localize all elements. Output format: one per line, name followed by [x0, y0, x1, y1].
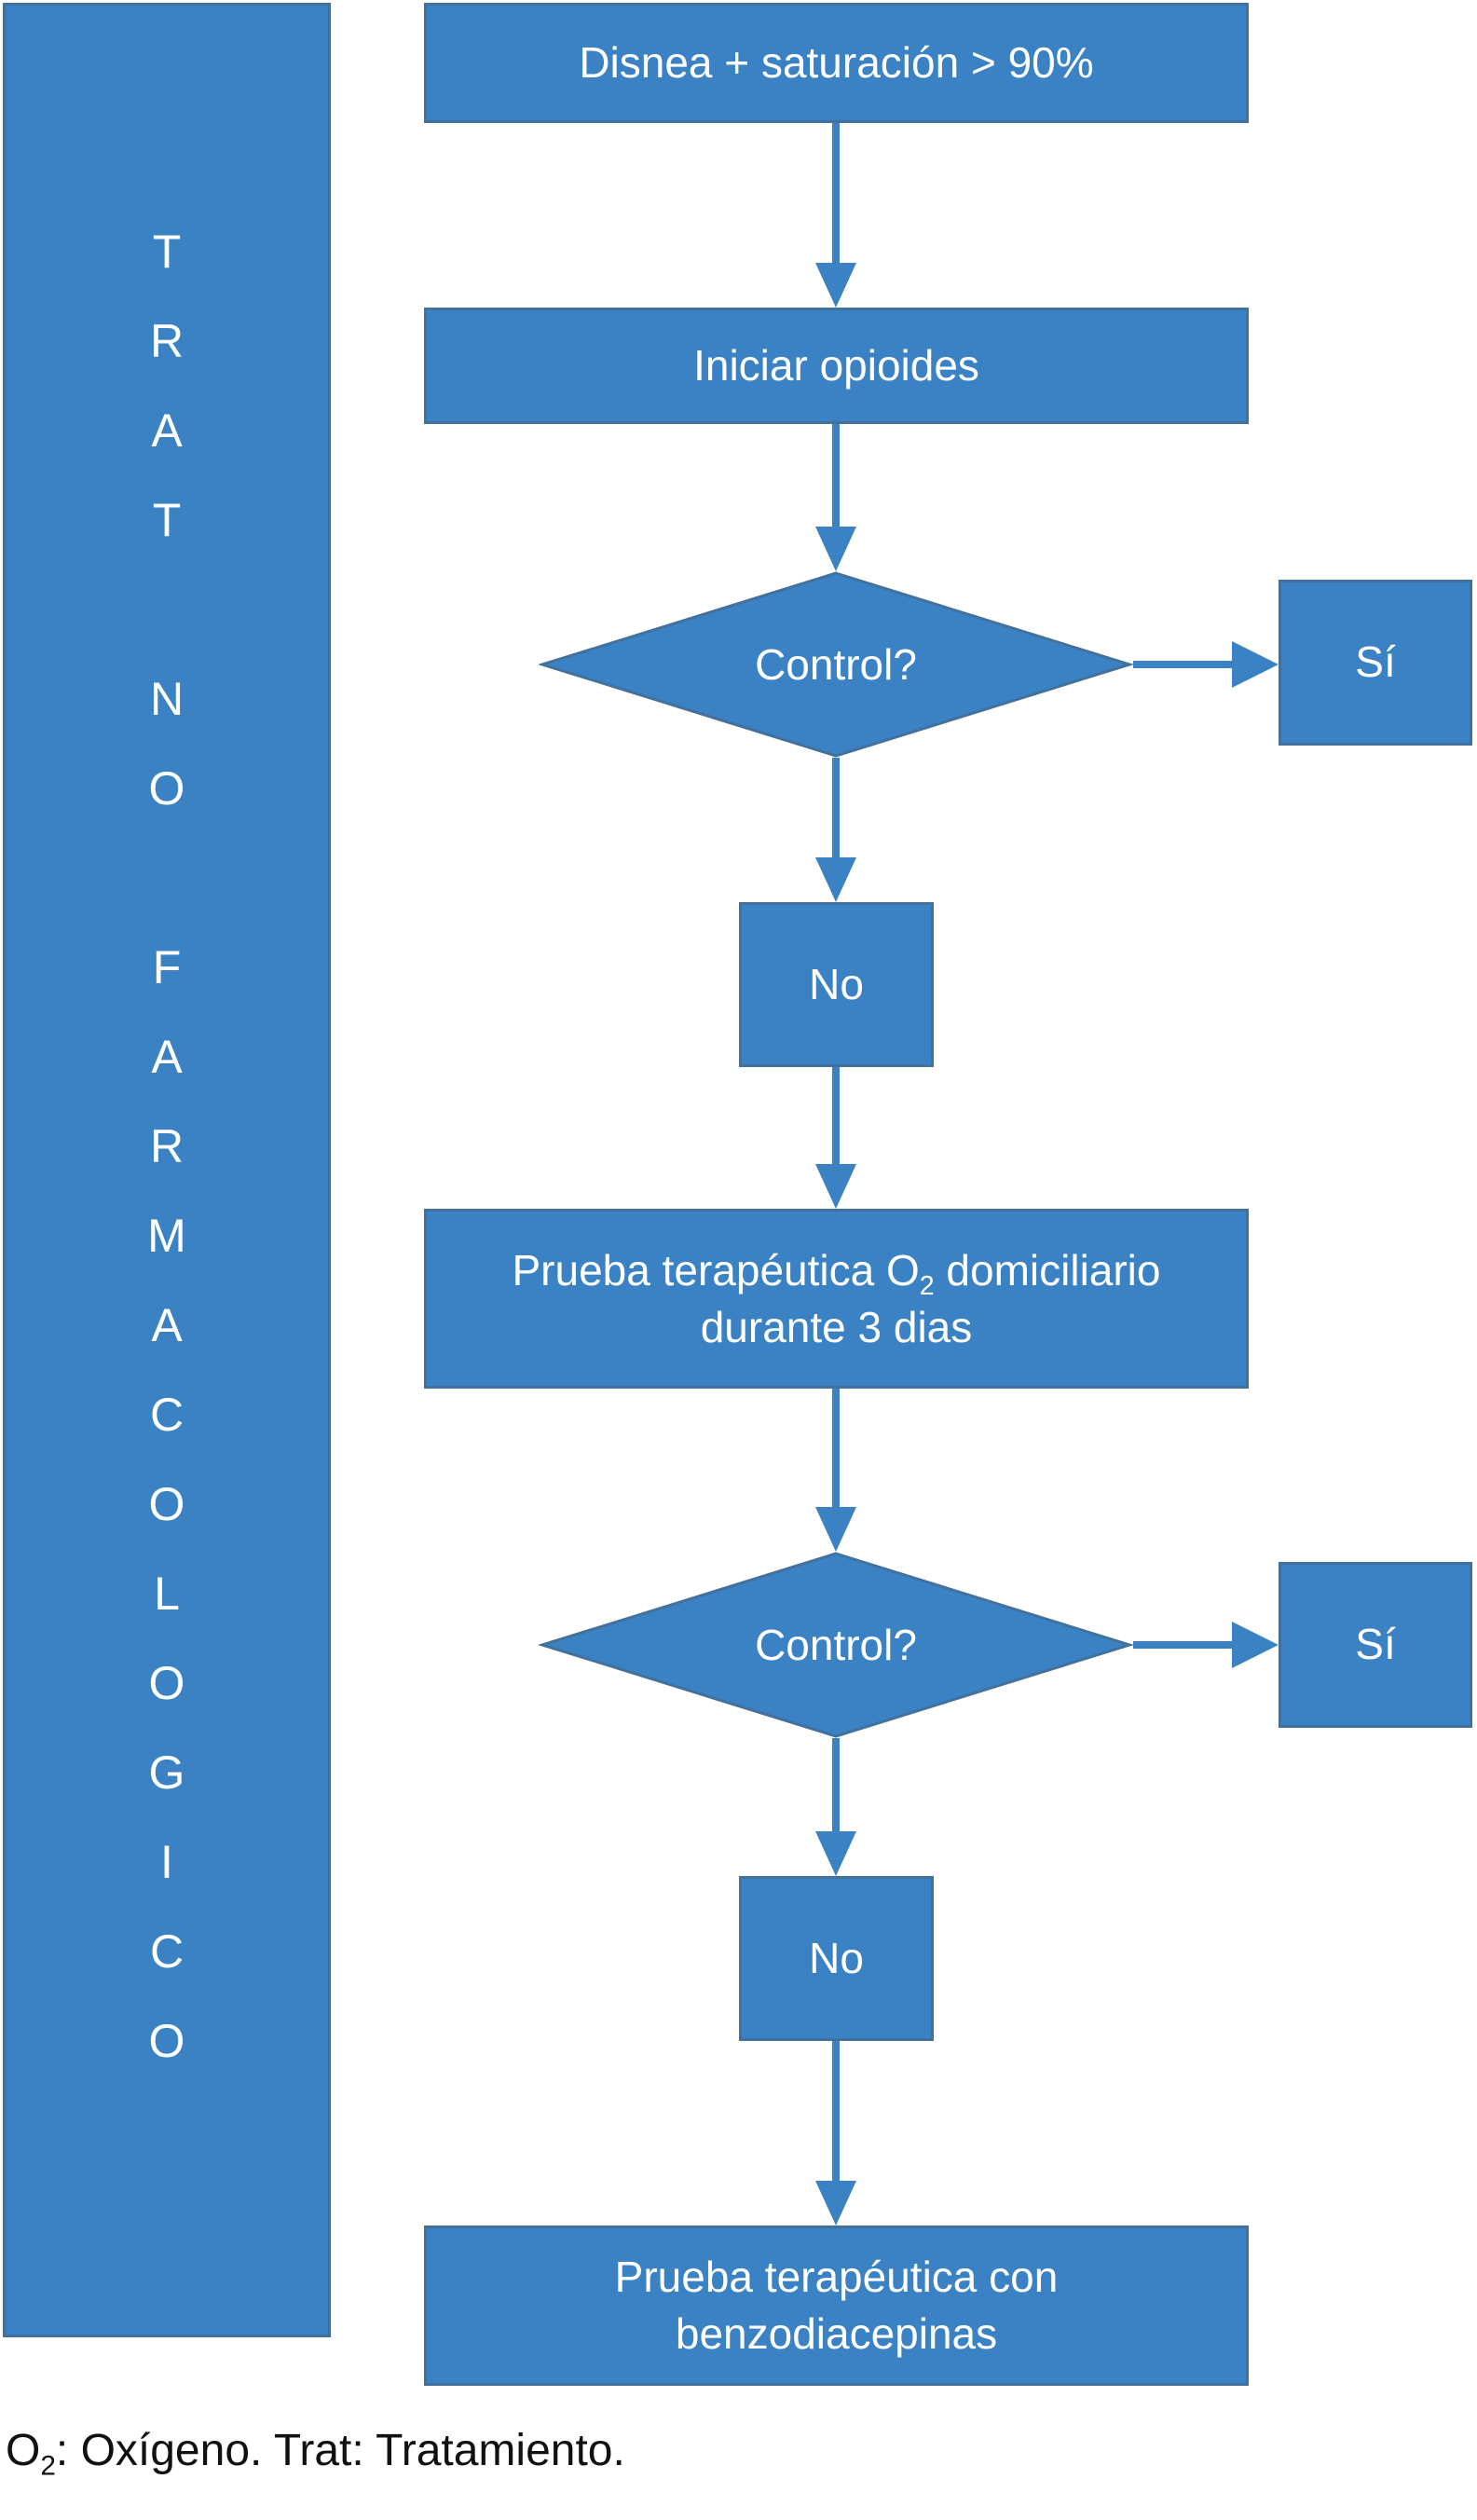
sidebar-letter: A [151, 1031, 183, 1083]
sidebar-letter: L [154, 1568, 180, 1620]
arrow-o2trial-control2-stem [832, 1389, 840, 1507]
sidebar-letter: T [152, 226, 182, 278]
node-benzo: Prueba terapéutica con benzodiacepinas [424, 2226, 1249, 2386]
node-opioides: Iniciar opioides [424, 308, 1249, 424]
arrow-o2trial-control2-head [815, 1507, 856, 1552]
sidebar-letter: O [148, 1657, 185, 1709]
arrow-control1-no1-stem [832, 758, 840, 857]
arrow-control1-si1-head [1232, 641, 1279, 688]
sidebar-letter: G [148, 1746, 185, 1799]
node-no2-label: No [809, 1933, 864, 1982]
sidebar-band [3, 3, 331, 2337]
diamond-icon [537, 1552, 1135, 1738]
arrow-control2-si2-head [1232, 1622, 1279, 1668]
arrow-no1-o2trial-stem [832, 1067, 840, 1164]
arrow-control1-si1-stem [1133, 661, 1232, 668]
arrow-control2-no2-head [815, 1831, 856, 1876]
subscript-2: 2 [40, 2450, 56, 2482]
arrow-no1-o2trial-head [815, 1164, 856, 1209]
subscript-2: 2 [919, 1270, 935, 1301]
node-o2-trial: Prueba terapéutica O2 domiciliario duran… [424, 1209, 1249, 1389]
sidebar-letter: C [149, 1389, 185, 1441]
arrow-no2-benzo-head [815, 2181, 856, 2226]
sidebar-letter: R [149, 1120, 185, 1172]
footnote: O2: Oxígeno. Trat: Tratamiento. [6, 2426, 625, 2482]
sidebar-letter: C [149, 1925, 185, 1978]
node-o2-trial-label: Prueba terapéutica O2 domiciliario duran… [512, 1245, 1161, 1351]
arrow-control2-no2-stem [832, 1738, 840, 1831]
sidebar-letter: N [149, 673, 185, 725]
node-no1-label: No [809, 959, 864, 1008]
sidebar-letter: M [147, 1210, 186, 1262]
node-no1: No [739, 902, 934, 1067]
node-si1: Sí [1279, 580, 1472, 746]
sidebar-letter: O [148, 2015, 185, 2067]
arrow-control2-si2-stem [1133, 1641, 1232, 1649]
sidebar-letter: T [152, 494, 182, 546]
arrow-no2-benzo-stem [832, 2041, 840, 2181]
sidebar-letter: A [151, 404, 183, 457]
node-si1-label: Sí [1355, 637, 1396, 687]
node-si2: Sí [1279, 1562, 1472, 1728]
sidebar-letter: F [152, 941, 182, 993]
node-control2-label: Control? [755, 1621, 917, 1669]
arrow-opioides-control1-stem [832, 424, 840, 527]
node-start: Disnea + saturación > 90% [424, 3, 1249, 123]
node-benzo-label: Prueba terapéutica con benzodiacepinas [614, 2253, 1059, 2358]
arrow-start-opioides-head [815, 263, 856, 308]
node-opioides-label: Iniciar opioides [693, 340, 979, 390]
node-no2: No [739, 1876, 934, 2041]
node-control1-label: Control? [755, 640, 917, 689]
node-start-label: Disnea + saturación > 90% [579, 37, 1094, 87]
sidebar-letter: I [160, 1836, 173, 1888]
sidebar-letter: O [148, 1478, 185, 1530]
diamond-icon [537, 571, 1135, 758]
node-control2-shape [537, 1552, 1135, 1738]
arrow-control1-no1-head [815, 857, 856, 902]
sidebar-letter: A [151, 1299, 183, 1351]
node-control1-shape [537, 571, 1135, 758]
node-si2-label: Sí [1355, 1620, 1396, 1669]
arrow-start-opioides-stem [832, 123, 840, 267]
arrow-opioides-control1-head [815, 527, 856, 571]
sidebar-letter: R [149, 315, 185, 367]
sidebar-letter: O [148, 762, 185, 815]
